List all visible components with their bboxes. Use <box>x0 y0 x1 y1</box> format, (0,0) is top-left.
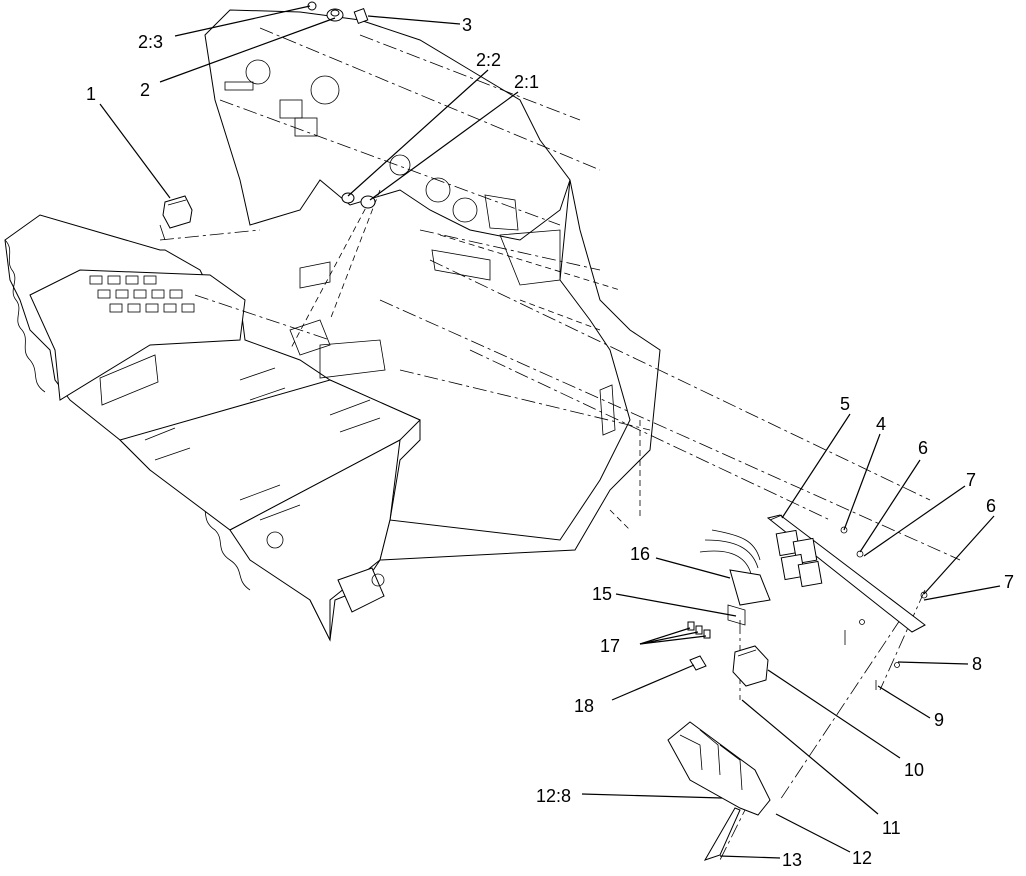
screw-part-13 <box>703 807 741 861</box>
control-panel-frame <box>4 9 661 642</box>
leader-lines <box>99 5 1001 859</box>
callout-17: 17 <box>600 636 620 656</box>
callout-5: 5 <box>840 394 850 414</box>
callout-12: 12 <box>852 848 872 868</box>
callout-2: 2 <box>140 80 150 100</box>
relay-cover-part-12 <box>667 721 771 816</box>
callout-9: 9 <box>934 710 944 730</box>
callout-6a: 6 <box>918 438 928 458</box>
callout-10: 10 <box>904 760 924 780</box>
callout-2-2: 2:2 <box>476 50 501 70</box>
callout-18: 18 <box>574 696 594 716</box>
callout-15: 15 <box>592 584 612 604</box>
callout-2-1: 2:1 <box>514 72 539 92</box>
callout-3: 3 <box>462 15 472 35</box>
nut-part-3 <box>353 8 369 24</box>
relay-mounting-plate <box>766 514 928 690</box>
callout-4: 4 <box>876 414 886 434</box>
callout-12-8: 12:8 <box>536 786 571 806</box>
switch-part-1 <box>159 195 193 241</box>
callout-1: 1 <box>86 84 96 104</box>
relay-part-10 <box>732 645 769 687</box>
callout-6b: 6 <box>986 496 996 516</box>
callout-7a: 7 <box>966 470 976 490</box>
callout-13: 13 <box>782 850 802 870</box>
knob-part-2 <box>326 8 344 22</box>
callout-7b: 7 <box>1004 572 1014 592</box>
callout-16: 16 <box>630 544 650 564</box>
callout-labels: 1 2 2:3 3 2:2 2:1 4 5 6 7 6 7 8 9 10 11 … <box>86 15 1014 870</box>
assembly-alignment-lines <box>159 27 961 861</box>
callout-8: 8 <box>972 654 982 674</box>
callout-2-3: 2:3 <box>138 32 163 52</box>
callout-11: 11 <box>882 818 901 838</box>
